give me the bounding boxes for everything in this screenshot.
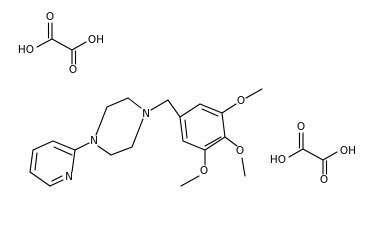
atom-o-methoxy: O bbox=[237, 95, 245, 107]
bond-aromatic bbox=[34, 152, 38, 171]
atom-o-methoxy: O bbox=[200, 165, 208, 177]
bond bbox=[49, 179, 64, 187]
bond bbox=[106, 97, 129, 108]
bond bbox=[32, 140, 54, 151]
bond bbox=[110, 146, 133, 156]
atom-n-pyridine: N bbox=[65, 171, 73, 183]
bond-aromatic bbox=[51, 175, 63, 182]
bond bbox=[29, 149, 34, 173]
bond bbox=[131, 118, 144, 148]
bond-o-ch3 bbox=[241, 157, 246, 177]
bond bbox=[52, 140, 76, 151]
structure-drawing: O HO OH O O HO OH O bbox=[18, 11, 356, 187]
bond-o-ch3 bbox=[180, 175, 200, 187]
bond bbox=[179, 103, 201, 118]
oxalic-acid-left: O HO OH O bbox=[18, 11, 104, 76]
atom-o: O bbox=[69, 64, 77, 76]
bond-c-o bbox=[224, 136, 238, 147]
bond-aromatic bbox=[201, 108, 219, 117]
atom-o: O bbox=[46, 11, 54, 23]
bond-c-oh bbox=[322, 151, 338, 161]
bond-cc bbox=[302, 148, 324, 161]
bond bbox=[179, 116, 184, 142]
atom-o: O bbox=[320, 174, 328, 186]
bond-aromatic bbox=[184, 119, 188, 139]
atom-oh: OH bbox=[340, 145, 356, 157]
bond-aromatic bbox=[204, 136, 222, 147]
atom-o-methoxy: O bbox=[236, 145, 244, 157]
bond-aromatic bbox=[53, 146, 73, 156]
molecule-canvas: O HO OH O O HO OH O bbox=[18, 11, 356, 187]
bond-c-o bbox=[221, 103, 237, 114]
bond bbox=[127, 97, 142, 109]
atom-ho: HO bbox=[18, 44, 34, 56]
atom-n-piperazine: N bbox=[90, 135, 98, 147]
bond bbox=[221, 112, 226, 138]
oxalic-acid-right: O HO OH O bbox=[270, 121, 356, 186]
bond-ch2-ring bbox=[167, 99, 181, 118]
bond bbox=[204, 136, 226, 151]
piperazine-ring bbox=[95, 97, 144, 156]
bond-o-ch3 bbox=[245, 88, 263, 99]
main-molecule: N N N O O O bbox=[29, 88, 263, 187]
bond bbox=[199, 103, 223, 114]
bond bbox=[97, 145, 112, 156]
atom-ho: HO bbox=[270, 154, 286, 166]
atom-o: O bbox=[297, 121, 305, 133]
bond-n-ch2 bbox=[150, 99, 169, 111]
bond bbox=[29, 171, 51, 187]
atom-oh: OH bbox=[88, 34, 104, 46]
bond bbox=[71, 149, 76, 173]
bond-c-oh bbox=[71, 41, 87, 51]
bond bbox=[182, 140, 206, 151]
bond-n-pyridine bbox=[74, 142, 90, 151]
atom-n-piperazine: N bbox=[142, 108, 150, 120]
bond-c-oh bbox=[36, 38, 53, 48]
bond-cc bbox=[51, 38, 73, 51]
benzene-ring bbox=[179, 103, 226, 151]
pyridine-ring bbox=[29, 140, 76, 187]
bond-c-oh bbox=[288, 148, 304, 158]
bond bbox=[95, 106, 108, 136]
